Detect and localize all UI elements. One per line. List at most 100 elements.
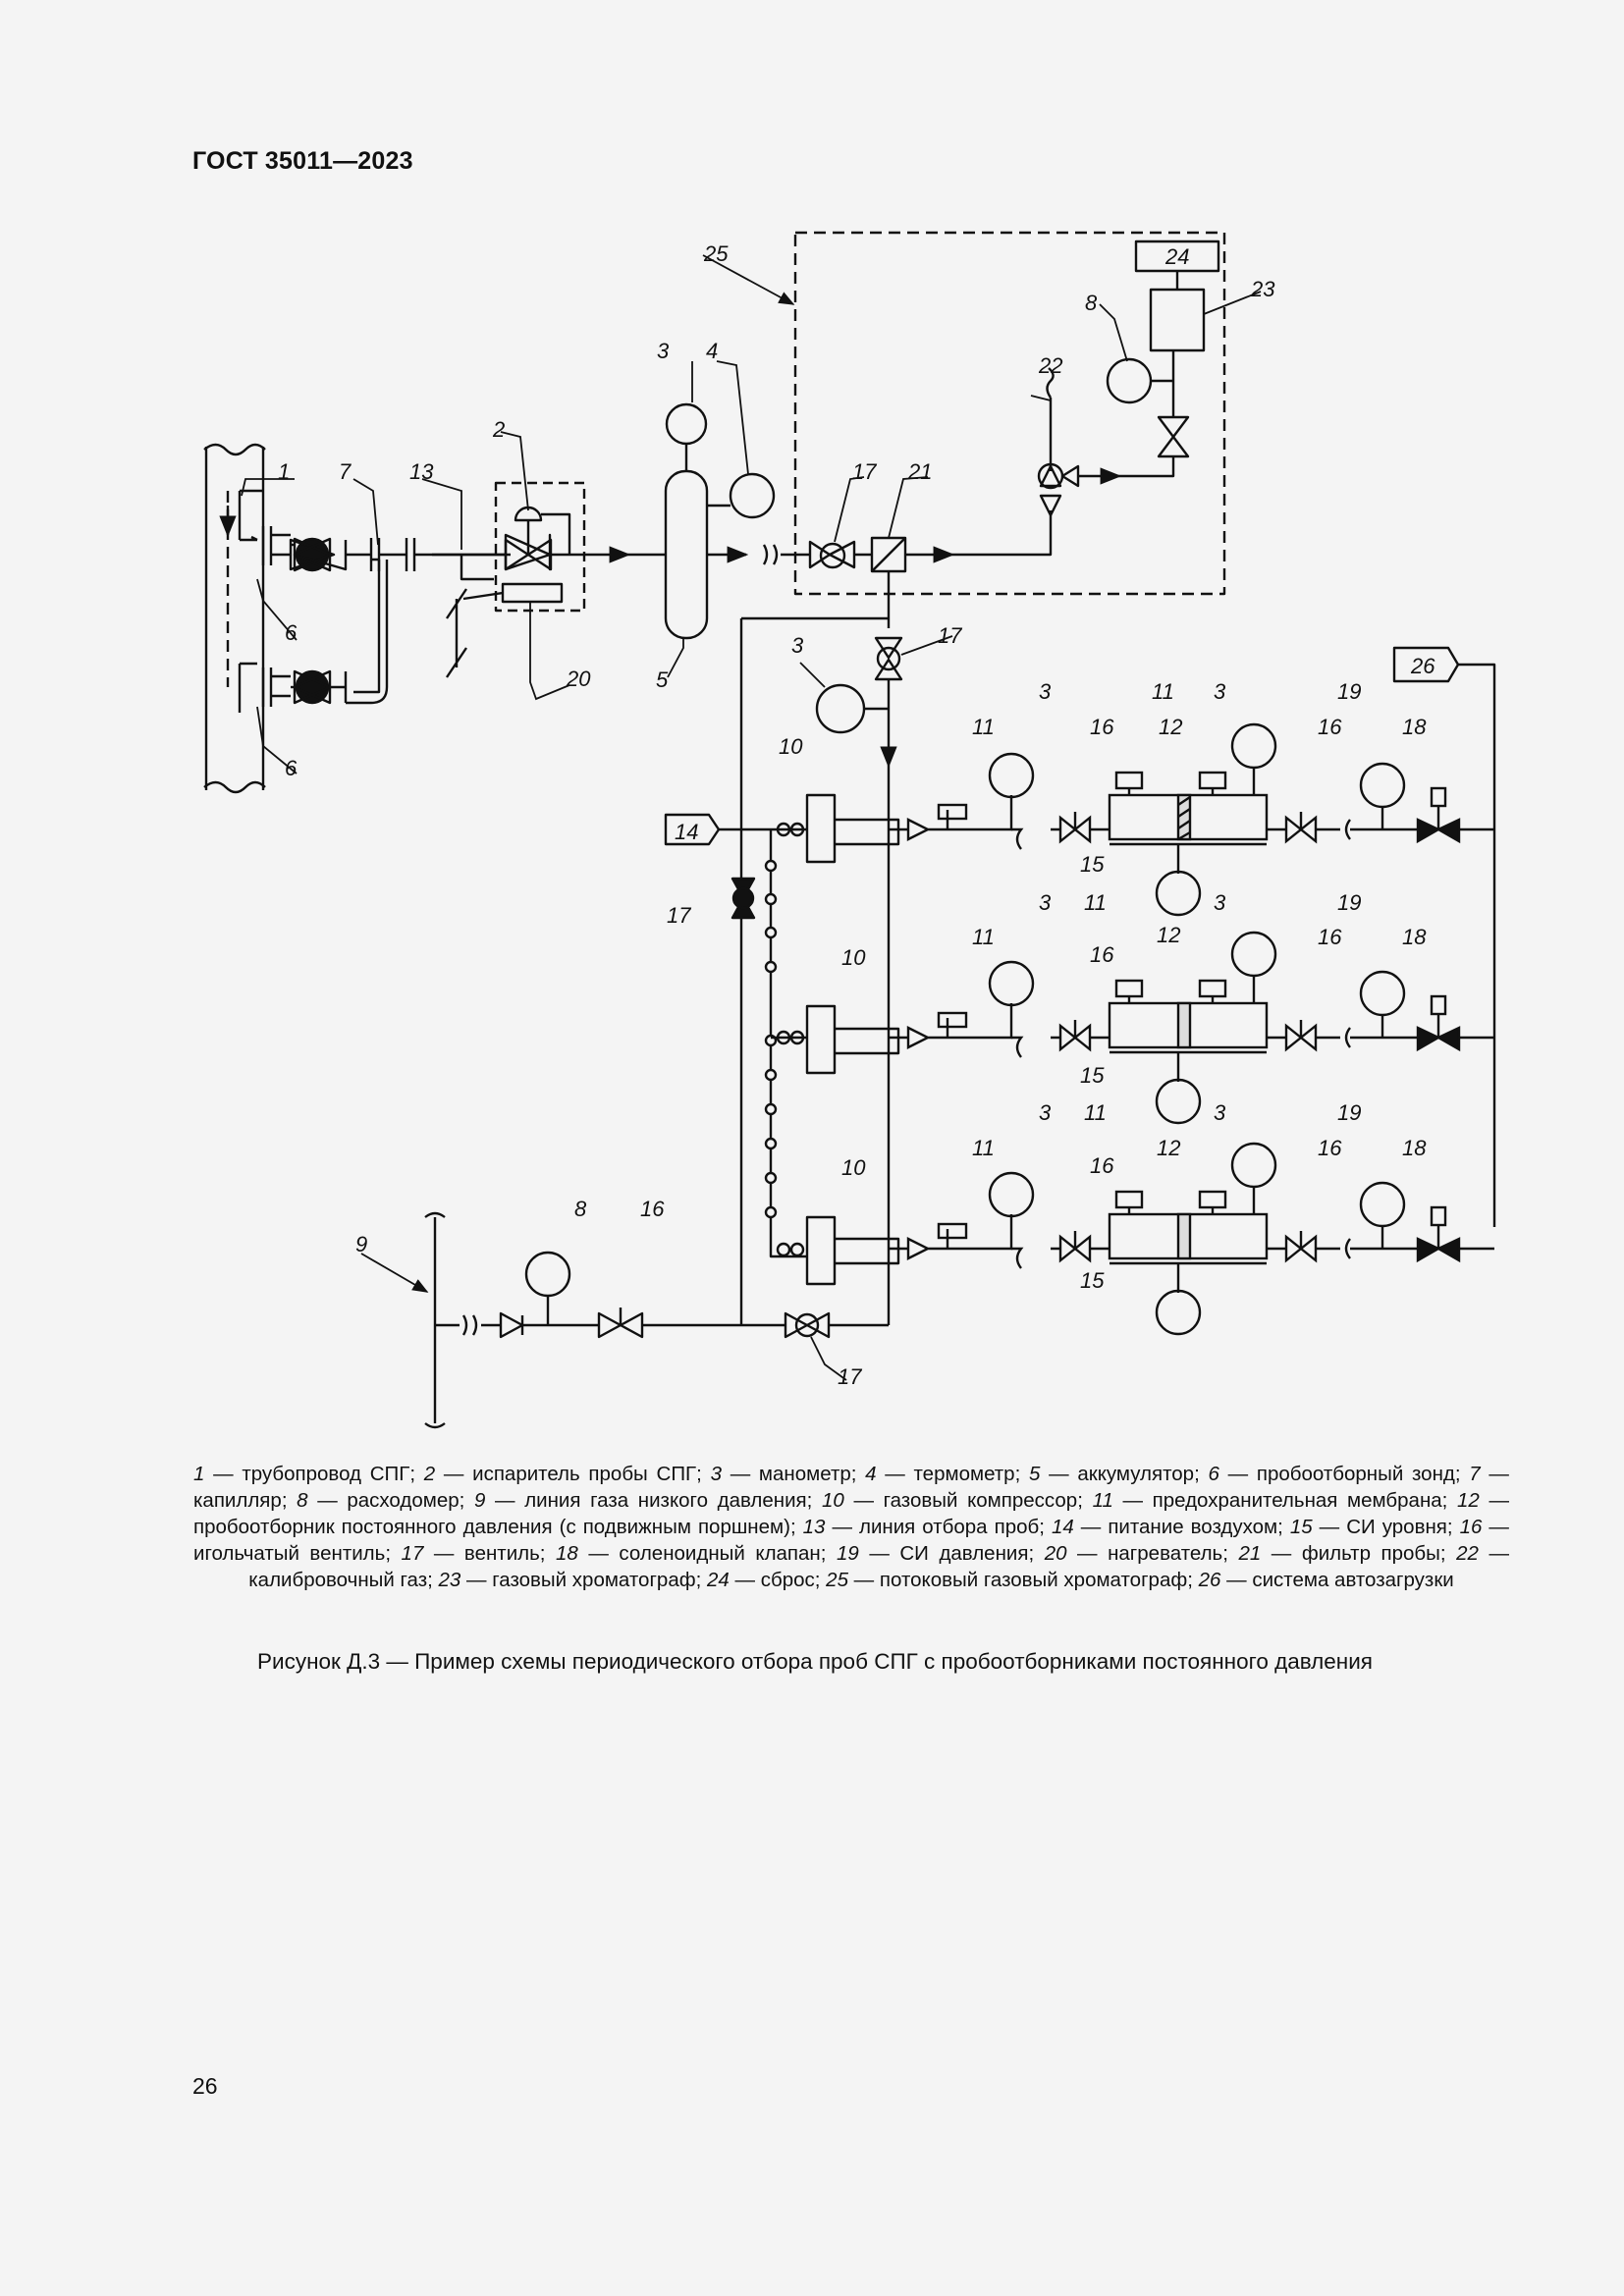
legend-text: капилляр — [193, 1489, 282, 1512]
legend-text: манометр — [758, 1463, 851, 1485]
legend-number: 1 — [193, 1463, 205, 1485]
legend-text: вентиль — [463, 1542, 540, 1565]
legend-number: 6 — [1208, 1463, 1219, 1485]
label-11-r3b: 11 — [1084, 1100, 1107, 1125]
label-16-r2b: 16 — [1318, 925, 1342, 949]
legend-entry: 16 — игольчатый вентиль — [193, 1516, 1509, 1565]
lng-pipeline — [203, 443, 266, 794]
legend-entry: 24 — сброс — [707, 1569, 815, 1591]
label-12-r1: 12 — [1159, 715, 1182, 739]
legend-text: испаритель пробы СПГ — [472, 1463, 697, 1485]
sampling-row-2 — [889, 931, 1494, 1125]
probe-lower — [238, 662, 291, 713]
document-header: ГОСТ 35011—2023 — [192, 147, 413, 175]
legend-text: калибровочный газ — [248, 1569, 428, 1591]
legend-number: 5 — [1029, 1463, 1041, 1485]
legend-entry: 3 — манометр — [710, 1463, 851, 1485]
legend-text: соленоидный клапан — [619, 1542, 821, 1565]
probe-upper — [238, 489, 291, 565]
label-11-r1b: 11 — [1152, 679, 1174, 704]
legend-entry: 19 — СИ давления — [837, 1542, 1029, 1565]
legend-text: газовый хроматограф — [492, 1569, 696, 1591]
label-14: 14 — [675, 820, 698, 844]
sampling-scheme-diagram: 1 7 13 2 3 4 25 17 21 24 23 8 22 20 5 6 … — [203, 231, 1496, 1429]
label-17-top: 17 — [852, 459, 877, 484]
legend-number: 25 — [826, 1569, 848, 1591]
legend-entry: 20 — нагреватель — [1044, 1542, 1223, 1565]
legend-entry: 6 — пробоотборный зонд — [1208, 1463, 1455, 1485]
legend-text: линия газа низкого давления — [524, 1489, 807, 1512]
label-3-r3a: 3 — [1039, 1100, 1052, 1125]
legend-entry: 7 — капилляр — [193, 1463, 1509, 1512]
legend-number: 3 — [710, 1463, 722, 1485]
legend-number: 8 — [297, 1489, 308, 1512]
figure-caption: Рисунок Д.3 — Пример схемы периодическог… — [257, 1649, 1373, 1674]
label-5: 5 — [656, 667, 669, 692]
legend-entry: 18 — соленоидный клапан — [556, 1542, 821, 1565]
label-16-r2a: 16 — [1090, 942, 1114, 967]
label-6-upper: 6 — [285, 620, 298, 645]
label-21: 21 — [907, 459, 932, 484]
legend-text: термометр — [913, 1463, 1015, 1485]
legend-entry: 11 — предохранительная мембрана — [1092, 1489, 1442, 1512]
label-6-lower: 6 — [285, 756, 298, 780]
label-3-feed: 3 — [791, 633, 804, 658]
legend-number: 2 — [423, 1463, 436, 1485]
legend-entry: 21 — фильтр пробы — [1238, 1542, 1440, 1565]
label-16-r3b: 16 — [1318, 1136, 1342, 1160]
label-11-r1a: 11 — [972, 715, 995, 739]
legend-text: пробоотборный зонд — [1256, 1463, 1455, 1485]
legend-number: 10 — [821, 1489, 844, 1512]
label-16-bottom: 16 — [640, 1197, 665, 1221]
label-12-r3: 12 — [1157, 1136, 1180, 1160]
label-18-r3: 18 — [1402, 1136, 1427, 1160]
legend-entry: 4 — термометр — [865, 1463, 1015, 1485]
label-10-r3: 10 — [841, 1155, 866, 1180]
legend-text: СИ уровня — [1346, 1516, 1447, 1538]
legend-entry: 17 — вентиль — [401, 1542, 540, 1565]
page-number: 26 — [192, 2073, 218, 2099]
label-3-r2a: 3 — [1039, 890, 1052, 915]
legend-text: газовый компрессор — [883, 1489, 1078, 1512]
legend-entry: 14 — питание воздухом — [1051, 1516, 1278, 1538]
label-16-r1b: 16 — [1318, 715, 1342, 739]
legend-number: 17 — [401, 1542, 424, 1565]
label-13: 13 — [409, 459, 434, 484]
legend-text: линия отбора проб — [859, 1516, 1040, 1538]
label-8-top: 8 — [1085, 291, 1098, 315]
legend-text: предохранительная мембрана — [1152, 1489, 1442, 1512]
legend-number: 4 — [865, 1463, 877, 1485]
legend-number: 20 — [1044, 1542, 1067, 1565]
label-15-r3: 15 — [1080, 1268, 1105, 1293]
legend-number: 13 — [802, 1516, 826, 1538]
label-16-r3a: 16 — [1090, 1153, 1114, 1178]
legend-number: 18 — [556, 1542, 578, 1565]
label-18-r1: 18 — [1402, 715, 1427, 739]
legend-entry: 8 — расходомер — [297, 1489, 460, 1512]
legend-text: трубопровод СПГ — [242, 1463, 410, 1485]
legend-text: нагреватель — [1108, 1542, 1223, 1565]
legend-text: потоковый газовый хроматограф — [879, 1569, 1188, 1591]
label-17-bottom: 17 — [838, 1364, 862, 1389]
label-15-r1: 15 — [1080, 852, 1105, 877]
label-10-r1: 10 — [779, 734, 803, 759]
label-3-r1b: 3 — [1214, 679, 1226, 704]
label-3-r3b: 3 — [1214, 1100, 1226, 1125]
legend-number: 16 — [1459, 1516, 1483, 1538]
legend-text: фильтр пробы — [1301, 1542, 1440, 1565]
label-23: 23 — [1250, 277, 1275, 301]
legend-entry: 22 — калибровочный газ — [248, 1542, 1509, 1591]
label-25: 25 — [703, 241, 729, 266]
label-1: 1 — [278, 459, 290, 484]
legend-text: сброс — [760, 1569, 815, 1591]
legend-entry: 15 — СИ уровня — [1289, 1516, 1447, 1538]
legend-entry: 12 — пробоотборник постоянного давления … — [193, 1489, 1509, 1538]
legend-text: аккумулятор — [1077, 1463, 1195, 1485]
legend-entry: 10 — газовый компрессор — [821, 1489, 1078, 1512]
legend-number: 19 — [837, 1542, 859, 1565]
figure-legend: 1 — трубопровод СПГ; 2 — испаритель проб… — [193, 1463, 1509, 1591]
legend-text: питание воздухом — [1108, 1516, 1278, 1538]
sampling-row-1 — [889, 722, 1494, 917]
label-3-r2b: 3 — [1214, 890, 1226, 915]
legend-text: расходомер — [347, 1489, 460, 1512]
